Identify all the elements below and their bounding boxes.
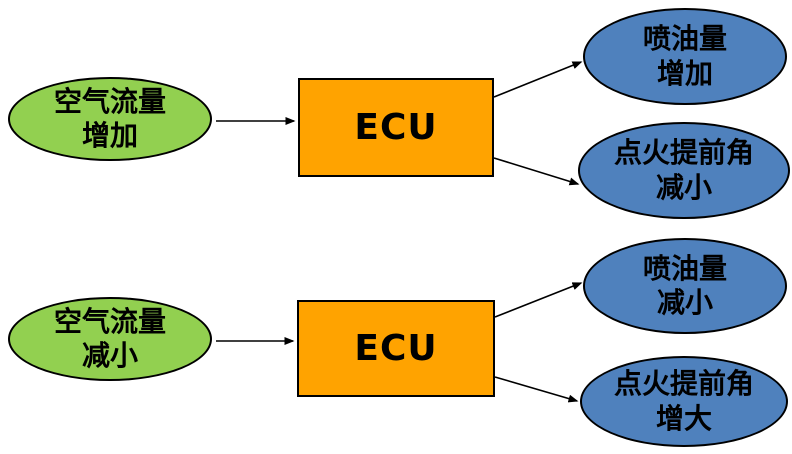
arrow-ecu1-to-output2	[493, 157, 580, 186]
ecu-box-2: ECU	[297, 300, 495, 397]
node-label: 点火提前角	[613, 367, 754, 401]
node-label: 喷油量	[642, 22, 727, 56]
node-label: 空气流量	[53, 84, 166, 118]
ecu-label: ECU	[354, 107, 438, 148]
node-label: 减小	[655, 170, 712, 204]
arrow-ecu2-to-output4	[494, 376, 579, 403]
node-label: 减小	[81, 339, 138, 372]
ecu-label: ECU	[354, 328, 438, 369]
node-air-flow-increase: 空气流量 增加	[8, 77, 212, 161]
node-label: 点火提前角	[613, 136, 754, 170]
arrow-ecu1-to-output1	[493, 61, 583, 98]
ecu-box-1: ECU	[298, 78, 494, 177]
node-air-flow-decrease: 空气流量 减小	[8, 297, 212, 381]
node-fuel-injection-increase: 喷油量 增加	[583, 8, 787, 105]
node-fuel-injection-decrease: 喷油量 减小	[583, 238, 787, 334]
node-label: 喷油量	[642, 251, 727, 285]
node-label: 增加	[81, 119, 138, 152]
node-label: 增大	[655, 401, 712, 435]
node-label: 增加	[656, 56, 713, 90]
node-label: 空气流量	[53, 304, 166, 338]
node-ignition-advance-decrease: 点火提前角 减小	[578, 122, 790, 219]
node-label: 减小	[656, 286, 713, 319]
arrow-ecu2-to-output3	[494, 282, 583, 318]
node-ignition-advance-increase: 点火提前角 增大	[580, 356, 788, 447]
